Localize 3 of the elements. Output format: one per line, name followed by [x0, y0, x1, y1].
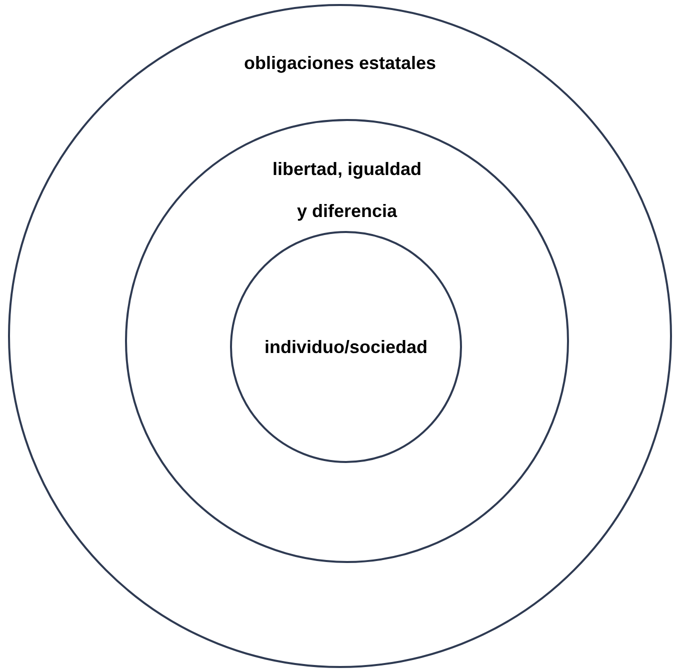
ring-label: libertad, igualdad y diferencia — [271, 158, 423, 223]
ring-label: obligaciones estatales — [242, 52, 438, 75]
ring-label: individuo/sociedad — [263, 336, 429, 359]
